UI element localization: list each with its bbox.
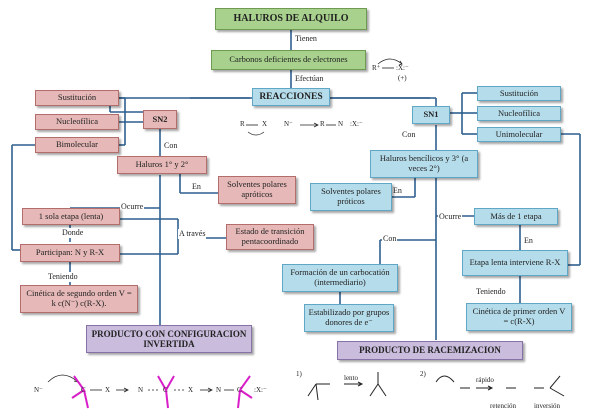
- reaction-scheme-drawing: [246, 122, 336, 136]
- una-etapa-box: 1 sola etapa (lenta): [22, 208, 120, 225]
- mech-retencion: retención: [490, 402, 517, 410]
- producto-invertida-box: PRODUCTO CON CONFIGURACION INVERTIDA: [86, 325, 252, 353]
- etapa-lenta-box: Etapa lenta interviene R-X: [462, 250, 568, 276]
- mechanism-sn1-drawing: 1) lento 2) rápido retención inversión: [294, 362, 584, 416]
- sn2-mechanism-svg: [47, 374, 253, 409]
- mech-c2: C: [163, 386, 168, 394]
- haluros-12-box: Haluros 1° y 2°: [117, 156, 207, 174]
- mech-x1: X: [105, 386, 111, 394]
- label-ocurre-left: Ocurre: [120, 202, 145, 212]
- label-teniendo-left: Teniendo: [47, 272, 79, 282]
- label-con-carbocation: Con: [382, 234, 398, 244]
- sn2-text: SN2: [152, 113, 168, 124]
- sn1-box: SN1: [412, 106, 450, 124]
- ion-pair-scheme: R⁺ :X:⁻ (+): [372, 52, 412, 82]
- producto-racemizacion-text: PRODUCTO DE RACEMIZACION: [359, 345, 501, 356]
- label-donde: Donde: [61, 228, 85, 238]
- label-en-slow: En: [523, 236, 534, 246]
- label-tienen: Tienen: [294, 34, 318, 44]
- label-con-right: Con: [401, 130, 417, 140]
- label-efectuan: Efectúan: [294, 74, 325, 84]
- estabilizado-box: Estabilizado por grupos donores de e⁻: [304, 304, 394, 332]
- ion-x: :X:⁻: [396, 64, 409, 72]
- producto-invertida-text: PRODUCTO CON CONFIGURACION INVERTIDA: [91, 328, 247, 349]
- ion-sign: (+): [398, 74, 407, 82]
- mas-una-etapa-text: Más de 1 etapa: [490, 210, 542, 221]
- scheme-n2: N: [338, 120, 344, 128]
- sn2-box: SN2: [143, 110, 177, 129]
- right-prop-unimolecular-text: Unimolecular: [495, 128, 543, 139]
- mech-lento: lento: [344, 374, 358, 382]
- right-prop-unimolecular: Unimolecular: [477, 127, 561, 142]
- title-box: HALUROS DE ALQUILO: [215, 8, 367, 30]
- sn1-text: SN1: [423, 109, 439, 120]
- left-prop-nucleofilica-text: Nucleofílica: [55, 116, 98, 127]
- right-prop-nucleofilica-text: Nucleofílica: [497, 107, 540, 118]
- participan-text: Participan: N y R-X: [35, 247, 105, 258]
- mech-n2: N: [138, 386, 144, 394]
- scheme-n: N⁻: [284, 120, 293, 128]
- mech-n1: N⁻: [34, 386, 43, 394]
- solventes-proticos-text: Solventes polares próticos: [321, 186, 381, 206]
- haluros-bencilicos-box: Haluros bencílicos y 3° (a veces 2°): [370, 150, 478, 178]
- mech-c1: C: [81, 386, 86, 394]
- mech-n3: N: [216, 386, 222, 394]
- left-prop-bimolecular-text: Bimolecular: [55, 139, 98, 150]
- solventes-aproticos-box: Solventes polares apróticos: [218, 176, 296, 204]
- carbocation-text: Formación de un carbocatión (intermediar…: [290, 267, 390, 287]
- scheme-x2: :X:⁻: [350, 120, 363, 128]
- title: HALUROS DE ALQUILO: [233, 13, 349, 25]
- mech-inversion: inversión: [534, 402, 561, 410]
- mas-una-etapa-box: Más de 1 etapa: [474, 208, 558, 225]
- estabilizado-text: Estabilizado por grupos donores de e⁻: [308, 307, 390, 327]
- participan-box: Participan: N y R-X: [20, 244, 120, 262]
- ion-r: R⁺: [372, 64, 381, 72]
- estado-transicion-text: Estado de transición pentacoordinado: [235, 226, 305, 246]
- label-teniendo-right: Teniendo: [475, 287, 507, 297]
- solventes-aproticos-text: Solventes polares apróticos: [227, 179, 287, 199]
- haluros-12-text: Haluros 1° y 2°: [135, 159, 189, 170]
- solventes-proticos-box: Solventes polares próticos: [310, 183, 392, 211]
- cinetica-1-box: Cinética de primer orden V = c(R-X): [466, 303, 572, 331]
- right-prop-sustitucion-text: Sustitución: [499, 87, 539, 98]
- estado-transicion-box: Estado de transición pentacoordinado: [226, 224, 314, 250]
- right-prop-sustitucion: Sustitución: [477, 86, 561, 101]
- carbonos-box: Carbonos deficientes de electrones: [211, 50, 366, 70]
- mech-rapido: rápido: [476, 376, 494, 384]
- etapa-lenta-text: Etapa lenta interviene R-X: [469, 257, 561, 268]
- right-prop-nucleofilica: Nucleofílica: [477, 106, 561, 121]
- left-prop-nucleofilica: Nucleofílica: [35, 114, 119, 130]
- una-etapa-text: 1 sola etapa (lenta): [38, 210, 104, 221]
- label-a-traves: A través: [178, 229, 207, 239]
- cinetica-2-text: Cinética de segundo orden V = k c(N⁻) c(…: [26, 288, 132, 308]
- reacciones-box: REACCIONES: [252, 88, 330, 106]
- mech-step1: 1): [296, 370, 302, 378]
- left-prop-sustitucion-text: Sustitución: [57, 92, 97, 103]
- haluros-bencilicos-text: Haluros bencílicos y 3° (a veces 2°): [379, 153, 469, 173]
- scheme-r1: R: [240, 120, 245, 128]
- label-con-left: Con: [163, 141, 179, 151]
- scheme-x1: X: [262, 120, 268, 128]
- mech-c3: C: [237, 386, 242, 394]
- mech-step2: 2): [420, 370, 426, 378]
- carbonos-text: Carbonos deficientes de electrones: [229, 54, 348, 65]
- label-en-left: En: [191, 182, 202, 192]
- carbocation-box: Formación de un carbocatión (intermediar…: [282, 264, 398, 292]
- mechanism-sn2-drawing: N⁻ C X N C X N C :X:⁻: [28, 364, 268, 416]
- producto-racemizacion-box: PRODUCTO DE RACEMIZACION: [337, 341, 523, 360]
- scheme-r2: R: [320, 120, 325, 128]
- cinetica-1-text: Cinética de primer orden V = c(R-X): [472, 306, 566, 326]
- reaction-scheme-top: R X N⁻ R N :X:⁻: [238, 112, 368, 138]
- reacciones-text: REACCIONES: [259, 91, 323, 102]
- left-prop-bimolecular: Bimolecular: [35, 137, 119, 153]
- mech-x3: :X:⁻: [254, 386, 267, 394]
- label-en-right: En: [392, 186, 403, 196]
- ion-pair-drawing: [377, 58, 403, 69]
- sn1-mechanism-svg: [307, 372, 565, 401]
- cinetica-2-box: Cinética de segundo orden V = k c(N⁻) c(…: [20, 285, 138, 313]
- label-ocurre-right: Ocurre: [438, 212, 463, 222]
- left-prop-sustitucion: Sustitución: [35, 90, 119, 106]
- mech-x2: X: [188, 386, 194, 394]
